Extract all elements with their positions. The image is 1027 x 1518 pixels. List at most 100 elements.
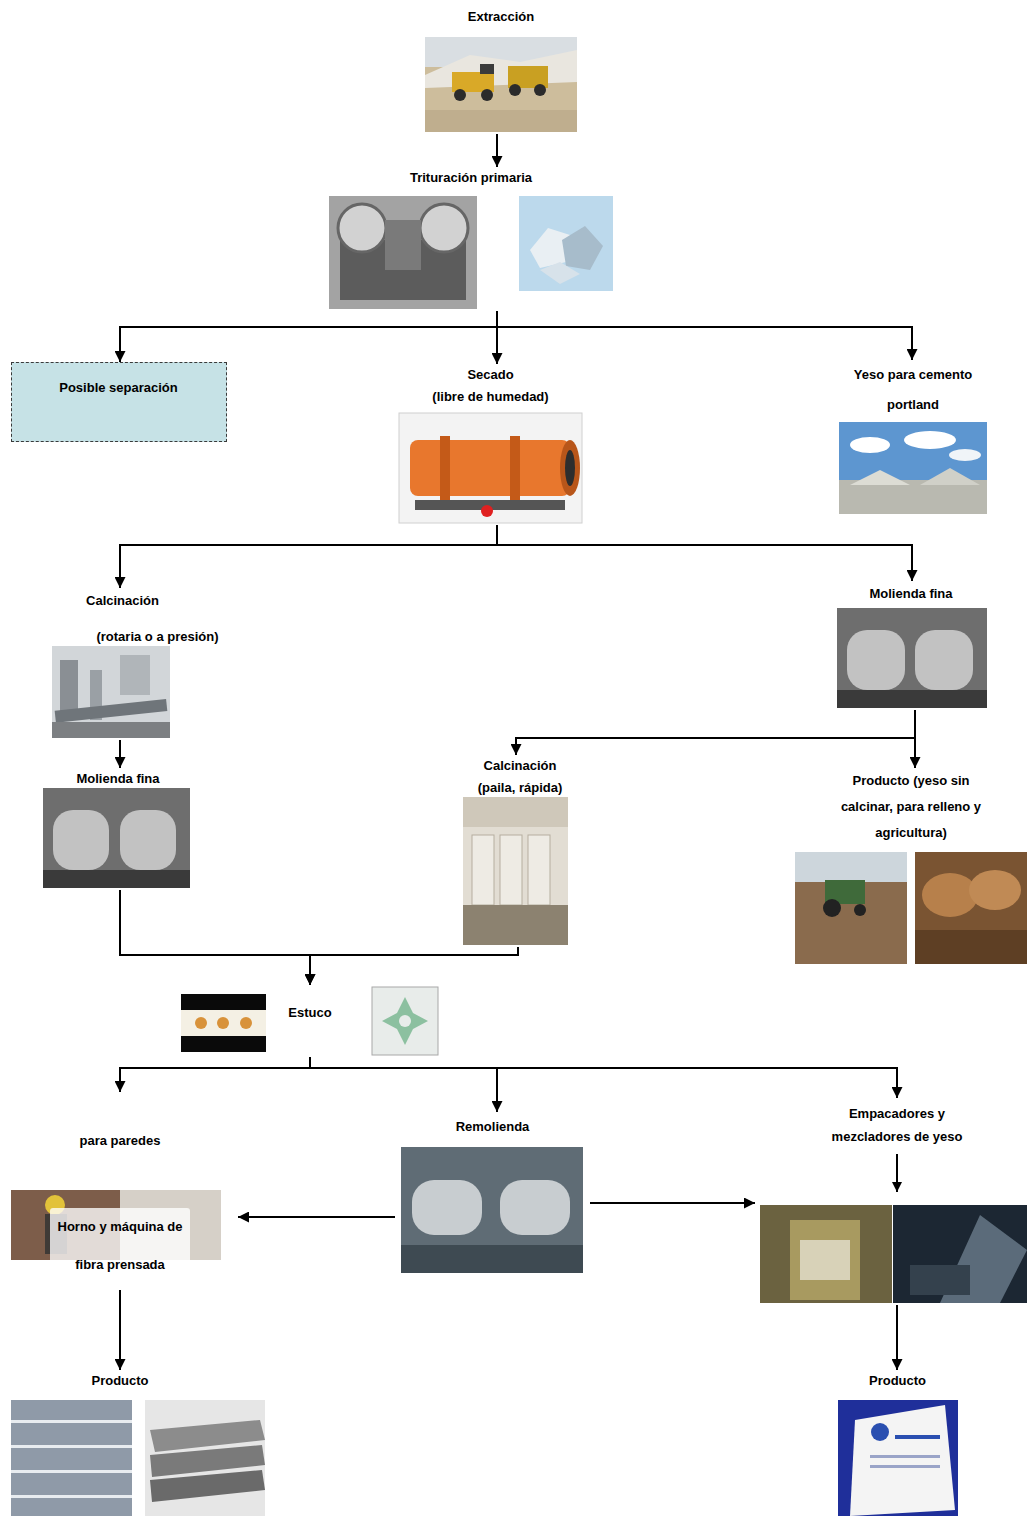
- step-label: Secado: [395, 366, 586, 384]
- flow-arrow: [310, 1057, 897, 1098]
- step-label: Molienda fina: [38, 770, 198, 788]
- flow-arrow: [310, 1057, 497, 1112]
- flow-arrow: [310, 947, 518, 985]
- mill-photo: [837, 608, 987, 708]
- stucco-strip-photo: [217, 1017, 229, 1029]
- cement-photo: [850, 437, 890, 453]
- rocks-photo: [519, 196, 613, 291]
- mill-photo: [837, 608, 987, 708]
- step-label: (libre de humedad): [395, 388, 586, 406]
- rocks-photo: [540, 262, 580, 284]
- regrind-mill-photo: [401, 1147, 583, 1273]
- process-step: Calcinación(rotaria o a presión): [40, 588, 250, 740]
- tractor-photo: [854, 904, 866, 916]
- step-label: Trituración primaria: [325, 169, 617, 187]
- mixer-photo: [893, 1205, 1027, 1303]
- process-step: Molienda fina: [830, 581, 992, 710]
- board-stack-photo: [11, 1400, 132, 1516]
- board-stack-photo: [11, 1470, 132, 1473]
- dryer-photo: [440, 436, 450, 500]
- plaster-bag-photo: [895, 1435, 940, 1439]
- step-label: Empacadores y mezcladores de yeso: [822, 1102, 972, 1148]
- quarry-photo: [480, 64, 494, 74]
- step-label: Extracción: [420, 8, 582, 26]
- mill-photo: [43, 870, 190, 888]
- flow-arrow: [497, 525, 912, 581]
- tractor-photo: [795, 852, 907, 964]
- regrind-mill-photo: [401, 1147, 583, 1273]
- board-stack-photo: [11, 1495, 132, 1498]
- process-step: Producto: [8, 1370, 270, 1516]
- plaster-bag-photo: [870, 1455, 940, 1458]
- process-step: Remolienda: [395, 1112, 590, 1275]
- stucco-strip-photo: [181, 994, 266, 1052]
- quarry-photo: [534, 84, 546, 96]
- flow-arrow: [496, 134, 498, 167]
- kettle-calciner-photo: [463, 797, 568, 945]
- process-step: Trituración primaria: [325, 167, 617, 311]
- regrind-mill-photo: [412, 1180, 482, 1235]
- tractor-photo: [795, 852, 907, 964]
- cement-photo: [920, 468, 980, 485]
- kettle-calciner-photo: [463, 905, 568, 945]
- step-label: Horno y máquina de fibra prensada: [50, 1208, 190, 1284]
- step-label: (paila, rápida): [455, 779, 585, 797]
- mill-photo: [43, 788, 190, 888]
- stucco-tile-photo: [399, 1015, 411, 1027]
- tractor-photo: [823, 899, 841, 917]
- mill-photo: [43, 788, 190, 888]
- flow-arrow: [119, 740, 121, 768]
- flow-arrow: [590, 1202, 755, 1204]
- packer-photo: [760, 1205, 892, 1303]
- crusher-photo: [329, 196, 477, 309]
- kettle-calciner-photo: [500, 835, 522, 905]
- mill-photo: [120, 810, 176, 870]
- flow-arrow: [238, 1216, 395, 1218]
- mill-photo: [53, 810, 109, 870]
- regrind-mill-photo: [401, 1245, 583, 1273]
- cement-photo: [904, 431, 956, 449]
- dryer-photo: [565, 450, 575, 486]
- dryer-photo: [481, 505, 493, 517]
- internal-arrow: [896, 1154, 898, 1192]
- flow-arrow: [497, 311, 912, 360]
- step-label: Posible separación: [12, 379, 225, 397]
- mixer-photo: [910, 1265, 970, 1295]
- dryer-photo: [410, 440, 570, 496]
- dryer-photo: [399, 413, 582, 523]
- cement-photo: [839, 480, 987, 514]
- process-step: para paredesHorno y máquina de fibra pre…: [8, 1092, 238, 1290]
- step-label: Calcinación: [455, 757, 585, 775]
- process-step: Secado (libre de humedad): [395, 364, 586, 525]
- stucco-tile-photo: [372, 987, 438, 1055]
- step-label: Molienda fina: [830, 585, 992, 603]
- dryer-photo: [560, 440, 580, 496]
- process-step: Calcinación (paila, rápida): [455, 755, 585, 947]
- mill-photo: [915, 630, 973, 690]
- process-step: Empacadores y mezcladores de yeso: [755, 1098, 1027, 1305]
- step-label: Remolienda: [395, 1118, 590, 1136]
- crusher-photo: [338, 204, 386, 252]
- packer-photo: [800, 1240, 850, 1280]
- mill-photo: [847, 630, 905, 690]
- process-step: Yeso para cemento portland: [828, 360, 998, 516]
- board-stack-photo: [11, 1445, 132, 1448]
- sheep-photo: [969, 870, 1021, 910]
- plaster-bag-photo: [838, 1400, 958, 1516]
- rotary-kiln-photo: [55, 699, 168, 723]
- quarry-photo: [425, 37, 577, 132]
- process-step: Extracción: [420, 8, 582, 134]
- stucco-tile-photo: [372, 987, 438, 1055]
- tractor-photo: [795, 852, 907, 882]
- dryer-photo: [510, 436, 520, 500]
- process-step: Producto: [830, 1370, 965, 1516]
- kettle-calciner-photo: [528, 835, 550, 905]
- flow-arrow: [120, 1057, 310, 1092]
- stucco-strip-photo: [181, 994, 266, 1052]
- process-step: Estuco: [176, 985, 442, 1057]
- flow-arrow: [120, 525, 497, 588]
- rocks-photo: [519, 196, 613, 291]
- quarry-photo: [452, 72, 494, 92]
- step-label: Estuco: [271, 1004, 349, 1022]
